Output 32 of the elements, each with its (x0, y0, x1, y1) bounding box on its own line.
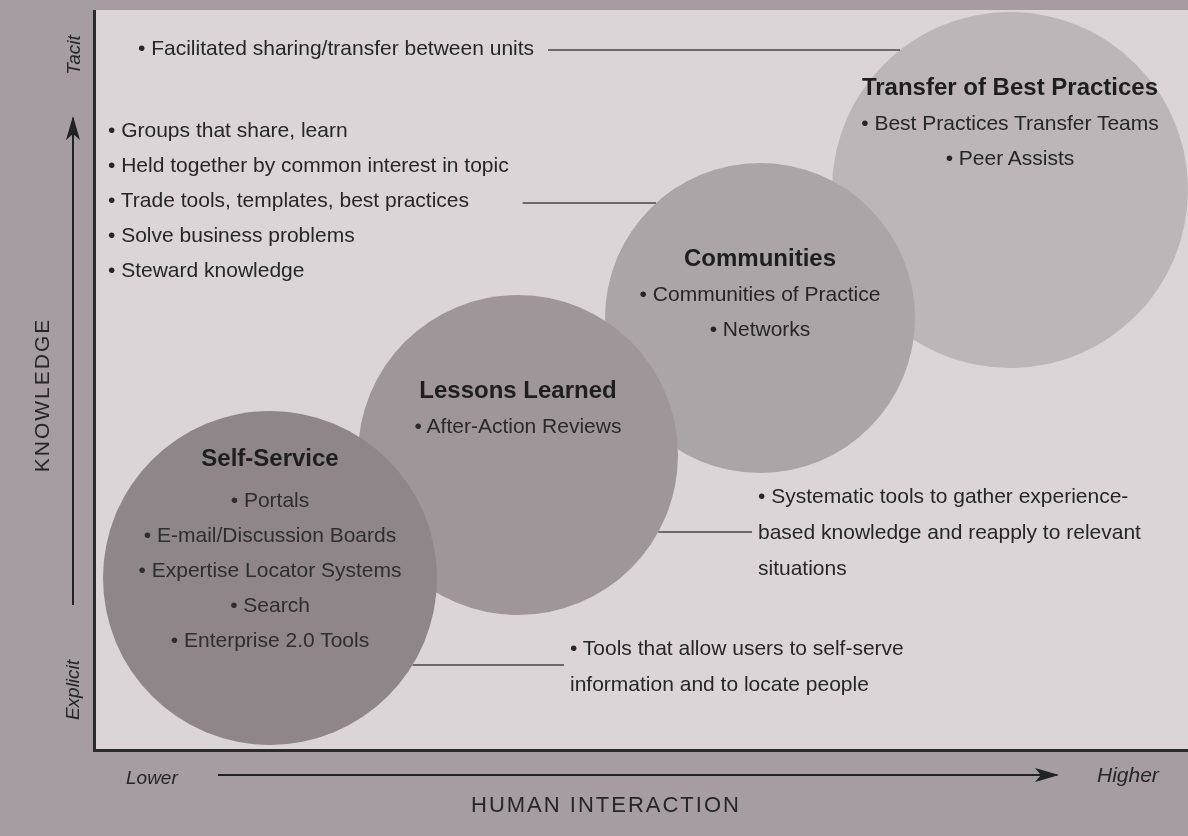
axis-label: Lower (126, 767, 178, 789)
bullet-item: • After-Action Reviews (414, 413, 622, 439)
leader-line (411, 664, 565, 666)
bullet-note: • Groups that share, learn (108, 117, 349, 143)
bullet-note: • Solve business problems (108, 222, 356, 248)
bullet-note: • Systematic tools to gather experience-based knowledge and reapply to relevant situations (758, 483, 1142, 581)
circle-title: Transfer of Best Practices (861, 72, 1159, 102)
leader-line (547, 49, 902, 51)
axis-title: HUMAN INTERACTION (471, 792, 741, 818)
circle-title: Lessons Learned (419, 375, 617, 405)
bullet-item: • Search (230, 592, 310, 618)
bullet-item: • Portals (230, 487, 310, 513)
bullet-note: • Tools that allow users to self-serve information and to locate people (570, 635, 905, 697)
bullet-note: • Facilitated sharing/transfer between units (138, 35, 535, 61)
bullet-item: • Expertise Locator Systems (138, 557, 402, 583)
circle-title: Communities (684, 243, 836, 273)
bullet-note: • Held together by common interest in topic (108, 152, 509, 178)
leader-line (521, 202, 658, 204)
bullet-item: • Communities of Practice (639, 281, 881, 307)
bullet-item: • Peer Assists (945, 145, 1075, 171)
axis-label: Higher (1097, 763, 1159, 787)
leader-line (657, 531, 753, 533)
bullet-note: • Steward knowledge (108, 257, 306, 283)
axis-label: Explicit (62, 659, 85, 721)
bullet-item: • E-mail/Discussion Boards (143, 522, 397, 548)
bullet-item: • Networks (709, 316, 811, 342)
axis-label: Tacit (62, 35, 85, 75)
axis-title: KNOWLEDGE (29, 317, 54, 473)
bullet-note: • Trade tools, templates, best practices (108, 187, 471, 213)
bullet-item: • Best Practices Transfer Teams (861, 110, 1159, 136)
bullet-item: • Enterprise 2.0 Tools (170, 627, 370, 653)
circle-title: Self-Service (201, 443, 339, 473)
